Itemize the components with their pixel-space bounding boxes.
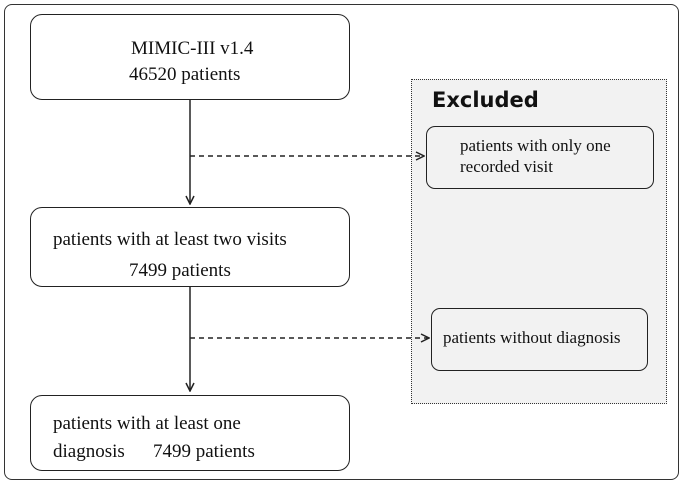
node-two-visits: patients with at least two visits 7499 p… (30, 207, 350, 287)
node-mimic-count: 46520 patients (129, 64, 241, 85)
node-mimic-source: MIMIC-III v1.4 46520 patients (30, 14, 350, 100)
node-diagnosis-count: 7499 patients (153, 441, 255, 462)
diagram-frame (4, 4, 679, 480)
node-mimic-title: MIMIC-III v1.4 (131, 38, 254, 59)
node-diagnosis-text-line1: patients with at least one (53, 413, 241, 434)
excluded-no-diagnosis-text: patients without diagnosis (443, 328, 621, 347)
node-two-visits-text: patients with at least two visits (53, 229, 287, 250)
excluded-one-visit: patients with only one recorded visit (426, 126, 654, 189)
excluded-one-visit-line2: recorded visit (460, 157, 553, 176)
node-diagnosis-text-line2: diagnosis (53, 441, 125, 462)
excluded-one-visit-line1: patients with only one (460, 136, 611, 155)
node-diagnosis: patients with at least one diagnosis 749… (30, 395, 350, 471)
node-two-visits-count: 7499 patients (129, 260, 231, 281)
excluded-no-diagnosis: patients without diagnosis (431, 308, 648, 371)
excluded-title: Excluded (432, 88, 539, 112)
